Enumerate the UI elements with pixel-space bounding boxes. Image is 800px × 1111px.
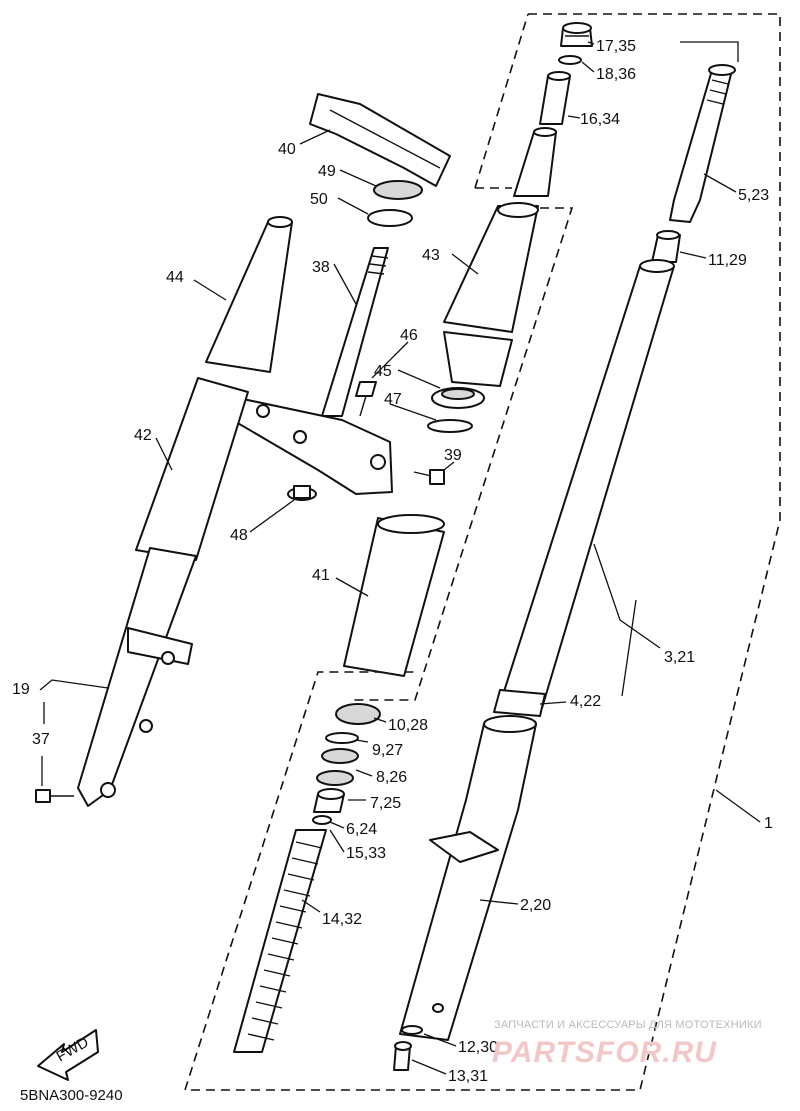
label-2-20: 2,20 [520, 897, 551, 914]
leader-lines [39, 41, 761, 1075]
label-11-29: 11,29 [708, 252, 747, 269]
handle-crown-bracket [309, 93, 451, 187]
label-48: 48 [230, 527, 248, 544]
spacer-tube-upper [539, 71, 571, 125]
steering-stem [321, 247, 389, 417]
damper-rod [669, 64, 736, 223]
label-13-31: 13,31 [448, 1068, 488, 1085]
label-15-33: 15,33 [346, 845, 386, 862]
bolt-left [35, 789, 74, 803]
assembly-outline-group [183, 13, 781, 1091]
label-49: 49 [318, 163, 336, 180]
retaining-clip [325, 732, 359, 744]
label-6-24: 6,24 [346, 821, 377, 838]
label-37: 37 [32, 731, 50, 748]
label-9-27: 9,27 [372, 742, 403, 759]
label-1: 1 [764, 815, 773, 832]
label-17-35: 17,35 [596, 38, 636, 55]
watermark-tagline: ЗАПЧАСТИ И АКСЕССУАРЫ ДЛЯ МОТОТЕХНИКИ [494, 1019, 762, 1031]
watermark-brand: PARTSFOR.RU [492, 1036, 717, 1069]
oil-seal [335, 703, 381, 725]
label-14-32: 14,32 [322, 911, 362, 928]
diagram-code: 5BNA300-9240 [20, 1087, 123, 1104]
bolt-small-46 [355, 381, 377, 417]
label-40: 40 [278, 141, 296, 158]
label-7-25: 7,25 [370, 795, 401, 812]
label-50: 50 [310, 191, 328, 208]
label-43: 43 [422, 247, 440, 264]
inner-fork-tube [499, 259, 675, 709]
gasket [401, 1025, 423, 1035]
pinch-bolt [413, 469, 445, 485]
dust-seal [321, 748, 359, 764]
washer-seal [316, 770, 354, 786]
outer-tube [399, 715, 537, 1041]
label-41: 41 [312, 567, 330, 584]
fork-spring [233, 829, 327, 1053]
label-44: 44 [166, 269, 184, 286]
upper-fork-cover-right [443, 202, 539, 387]
fork-leg-left [77, 377, 249, 807]
fwd-arrow-icon [37, 1029, 99, 1081]
bolt-bottom [393, 1041, 412, 1071]
label-45: 45 [374, 363, 392, 380]
o-ring [558, 55, 582, 65]
slide-metal-lower [493, 689, 546, 717]
label-5-23: 5,23 [738, 187, 769, 204]
watermark: ЗАПЧАСТИ И АКСЕССУАРЫ ДЛЯ МОТОТЕХНИКИ PA… [492, 1019, 762, 1069]
lower-fork-cover [343, 514, 445, 677]
nut-castle [431, 387, 485, 409]
label-8-26: 8,26 [376, 769, 407, 786]
label-12-30: 12,30 [458, 1039, 498, 1056]
ring-nut [367, 209, 413, 227]
upper-fork-cover-left [205, 216, 293, 373]
label-47: 47 [384, 391, 402, 408]
collar [313, 788, 345, 813]
label-10-28: 10,28 [388, 717, 428, 734]
upper-washer [373, 180, 423, 200]
lock-washer [427, 419, 473, 433]
label-42: 42 [134, 427, 152, 444]
spacer-tube-lower [513, 127, 557, 197]
slide-metal-upper [651, 230, 681, 263]
label-19: 19 [12, 681, 30, 698]
seat-spring [312, 815, 332, 825]
label-3-21: 3,21 [664, 649, 695, 666]
label-46: 46 [400, 327, 418, 344]
label-39: 39 [444, 447, 462, 464]
label-4-22: 4,22 [570, 693, 601, 710]
cap-nut [287, 485, 317, 501]
fork-cap-bolt [560, 22, 593, 47]
label-18-36: 18,36 [596, 66, 636, 83]
part-labels: 17,35 18,36 16,34 5,23 11,29 40 49 50 43… [12, 38, 773, 1085]
label-16-34: 16,34 [580, 111, 620, 128]
label-38: 38 [312, 259, 330, 276]
